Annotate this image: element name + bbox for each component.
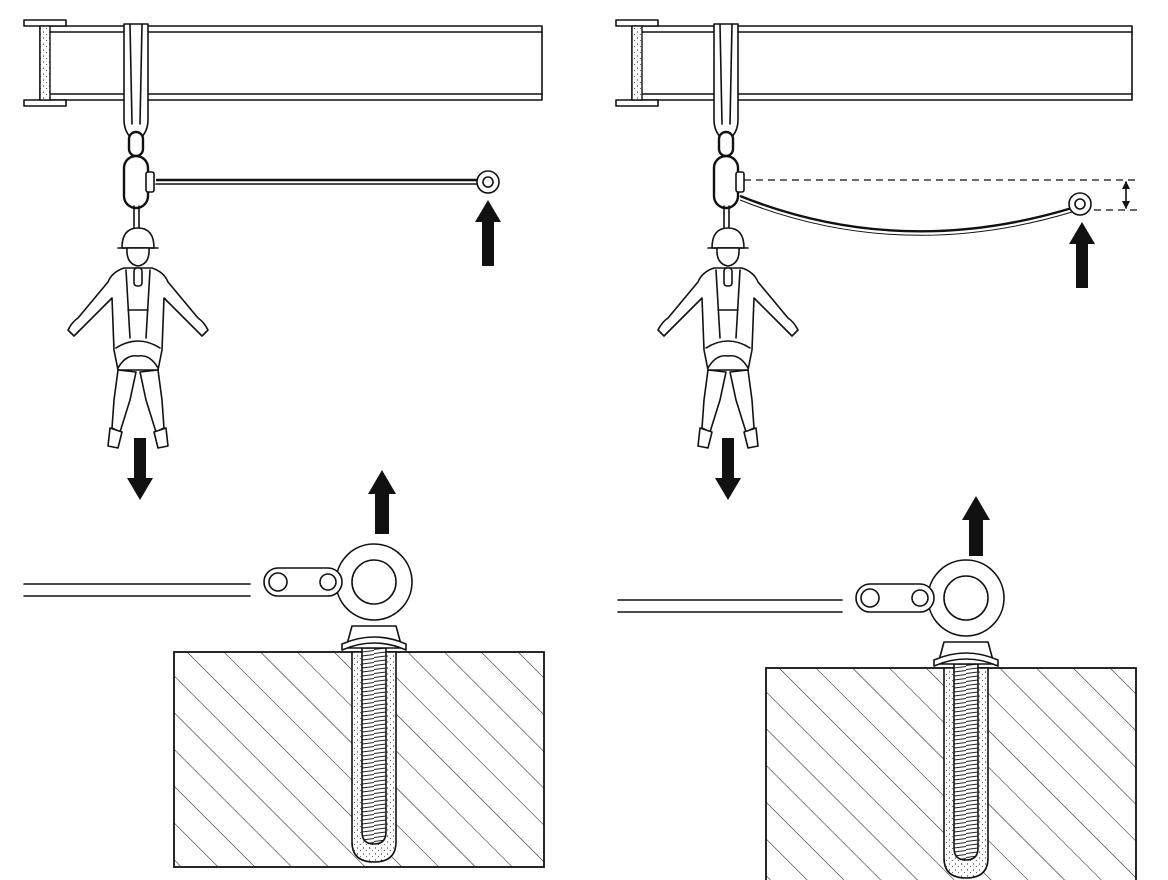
anchor-load-arrow-up [475,200,501,266]
eye-bolt-anchor [765,559,1137,880]
fallen-worker [67,227,209,449]
eye-bolt-detail-left [23,470,545,868]
fall-load-arrow-down [715,438,741,500]
steel-beam [615,19,1133,107]
eye-bolt-anchor [173,543,545,868]
detail-load-arrow-up [962,496,990,556]
detail-load-arrow-up [368,470,396,534]
steel-beam [23,19,543,107]
deflection-marker [1122,181,1130,209]
anchor-load-arrow-up [1069,222,1095,288]
fall-load-arrow-down [127,438,153,500]
fallen-worker [657,227,799,449]
lifeline-sagging [739,194,1073,233]
panel-slack-lifeline [615,19,1140,500]
panel-taut-lifeline [23,19,543,500]
eye-bolt-detail-right [617,496,1137,880]
